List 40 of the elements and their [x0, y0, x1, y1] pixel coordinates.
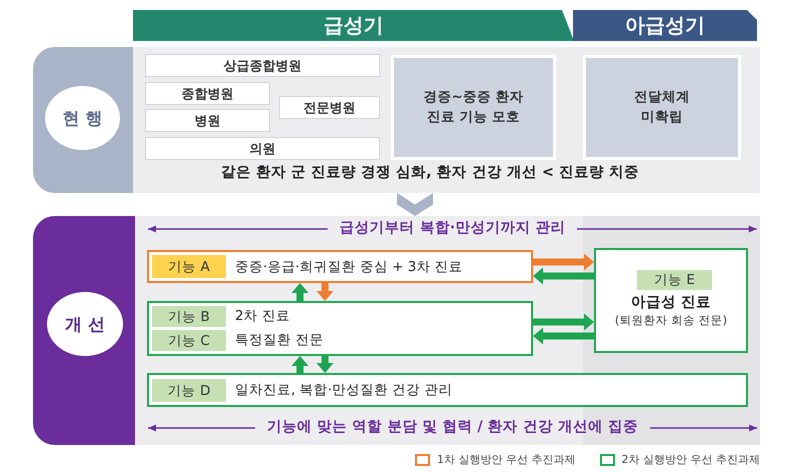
institution-box: 종합병원: [145, 82, 270, 105]
arrow: [533, 328, 594, 344]
function-text: 2차 진료: [235, 308, 290, 324]
section-panel: [33, 47, 760, 193]
institution-box: 상급종합병원: [145, 54, 380, 77]
section-panel: [33, 216, 760, 445]
institution-box: 의원: [145, 137, 380, 160]
function-text: 특정질환 전문: [235, 332, 324, 348]
arrow: [292, 356, 308, 373]
function-box: [147, 250, 533, 283]
function-tag: 기능 E: [637, 270, 712, 290]
function-note: (퇴원환자 회송 전문): [614, 314, 728, 328]
function-tag: 기능 C: [152, 330, 226, 351]
phase-header: 급성기: [133, 10, 574, 41]
function-tag: 기능 D: [152, 379, 226, 402]
arrow: [292, 283, 308, 301]
arrow: [533, 314, 594, 330]
legend-text: 2차 실행방안 우선 추진과제: [622, 452, 760, 467]
legend-text: 1차 실행방안 우선 추진과제: [437, 452, 576, 467]
function-text: 일차진료, 복합·만성질환 건강 관리: [235, 382, 452, 398]
chevron-arrow: [397, 193, 433, 216]
arrow: [533, 268, 594, 284]
function-box: [147, 301, 533, 356]
institution-box: 전문병원: [279, 96, 380, 119]
summary-text: 같은 환자 군 진료량 경쟁 심화, 환자 건강 개선 < 진료량 치중: [220, 164, 640, 182]
status-box: 전달체계 미확립: [583, 55, 741, 160]
arrow: [533, 254, 594, 270]
function-text: 중증·응급·희귀질환 중심 + 3차 진료: [235, 258, 463, 276]
phase-header: 아급성기: [573, 10, 757, 41]
function-box: [147, 373, 748, 407]
caption-text: 기능에 맞는 역할 분담 및 협력 / 환자 건강 개선에 집중: [267, 419, 638, 437]
function-tag: 기능 B: [152, 306, 226, 327]
caption-text: 급성기부터 복합·만성기까지 관리: [340, 220, 566, 238]
function-box: [594, 248, 748, 353]
function-title: 아급성 진료: [630, 294, 712, 312]
function-tag: 기능 A: [152, 255, 226, 278]
arrow: [316, 356, 334, 373]
institution-box: 병원: [145, 109, 270, 132]
arrow: [316, 283, 334, 301]
status-box: 경증~중증 환자 진료 기능 모호: [391, 55, 556, 160]
